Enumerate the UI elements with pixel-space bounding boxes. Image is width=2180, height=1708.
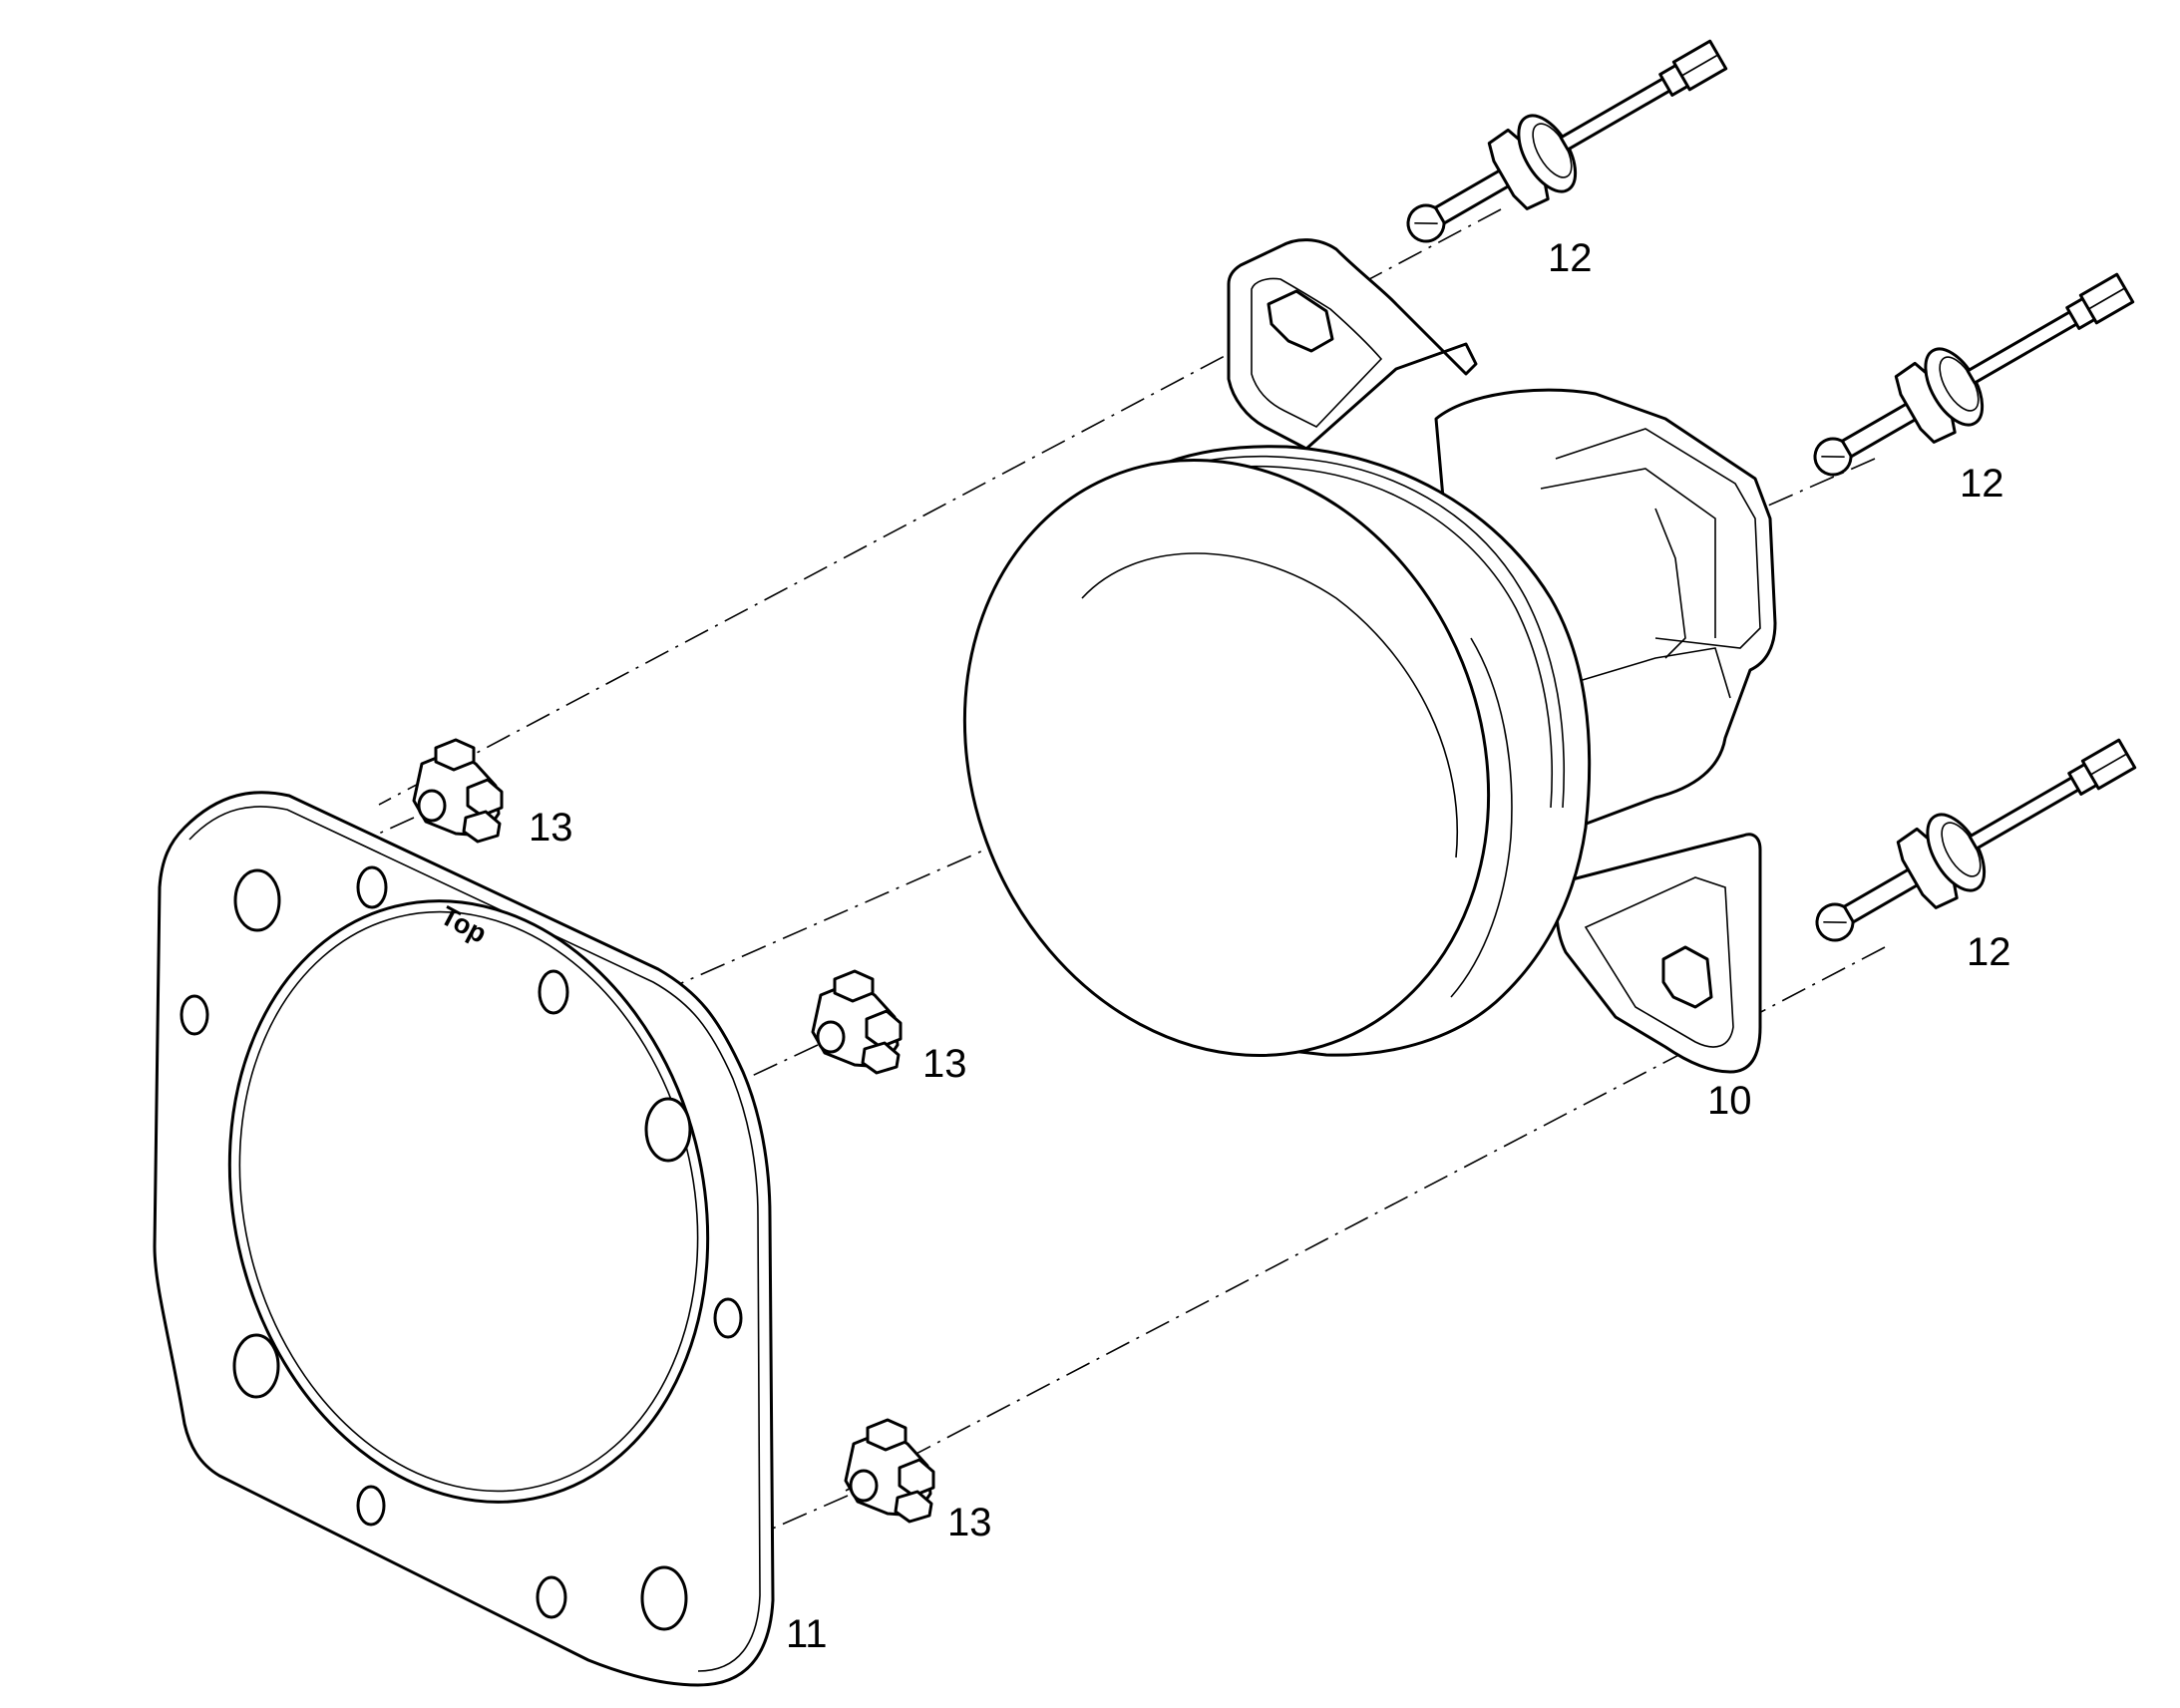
screw-hex-edge [2089, 753, 2128, 776]
callout-11: 11 [786, 1612, 828, 1656]
rear-body-flange [1555, 428, 1761, 649]
gasket-hole [644, 1097, 692, 1163]
screw-threaded-rod [1966, 309, 2080, 385]
rear-body-rib-lower [1555, 647, 1731, 699]
screw-wing-nut [1487, 128, 1550, 210]
screw-threaded-rod [1968, 775, 2082, 851]
clip-side-tab [861, 1041, 901, 1075]
adjusting-screw-middle [1813, 272, 2135, 477]
lower-mounting-bracket [1555, 833, 1762, 1074]
gasket-hole [232, 1333, 280, 1399]
gasket-hole [233, 868, 281, 932]
screw-ball-slot [1823, 921, 1847, 923]
adjusting-screw-top [1406, 39, 1728, 243]
upper-bracket-socket [1267, 289, 1334, 353]
screw-hex-edge [2087, 287, 2126, 310]
gasket-hole [640, 1565, 688, 1631]
rear-body-slot [1654, 508, 1686, 659]
gasket-hole [536, 1575, 567, 1619]
clip-bottom [844, 1418, 935, 1524]
clip-top-tab [434, 738, 476, 772]
lower-bracket-socket [1661, 945, 1713, 1009]
axis-gasket-bottom [767, 1495, 849, 1532]
clip-side-tab [462, 810, 502, 844]
gasket-hole [538, 969, 569, 1015]
screw-ball-slot [1414, 222, 1438, 224]
gasket: Top [153, 791, 775, 1687]
clip-top [412, 738, 504, 844]
clip-side-tab [466, 778, 504, 818]
gasket-opening [227, 899, 710, 1504]
clip-side-tab [894, 1490, 933, 1524]
gasket-holes [180, 865, 743, 1631]
clip-top-tab [833, 969, 875, 1003]
callout-12-top: 12 [1548, 236, 1593, 280]
callout-12-bottom: 12 [1967, 930, 2011, 974]
gasket-hole [356, 1485, 386, 1527]
clip-bore [849, 1469, 879, 1503]
lens-inner-edge [1081, 552, 1458, 858]
callout-13-middle: 13 [922, 1042, 967, 1086]
callout-13-bottom: 13 [947, 1501, 992, 1544]
screw-wing-nut [1894, 361, 1957, 444]
upper-mounting-bracket [1227, 238, 1478, 451]
adjusting-screw-bottom [1815, 738, 2137, 942]
clip-bore [417, 789, 447, 823]
gasket-hole [713, 1297, 743, 1339]
headlamp [962, 238, 1777, 1074]
screw-threaded-rod [1559, 76, 1673, 152]
screw-ball-slot [1821, 456, 1845, 458]
clip-top-tab [866, 1418, 908, 1452]
callout-13-top: 13 [529, 806, 573, 850]
clip-side-tab [898, 1458, 935, 1498]
callout-12-middle: 12 [1960, 462, 2004, 506]
gasket-hole [356, 865, 388, 909]
lower-bracket-inner [1584, 876, 1734, 1048]
rear-body-rib [1540, 468, 1716, 638]
clip-bore [816, 1020, 846, 1054]
callout-10: 10 [1707, 1079, 1752, 1123]
clip-middle [811, 969, 903, 1075]
bezel-groove-3 [1450, 637, 1513, 998]
gasket-inner-edge [188, 806, 761, 1672]
clip-side-tab [865, 1009, 903, 1049]
upper-bracket-inner [1251, 277, 1383, 428]
axis-top [378, 208, 1502, 806]
callout-labels: 12 12 12 10 13 13 13 11 [529, 236, 2011, 1656]
gasket-hole [180, 994, 209, 1036]
screw-hex-edge [1680, 54, 1719, 77]
screw-wing-nut [1896, 827, 1959, 909]
headlamp-lens [962, 459, 1491, 1057]
